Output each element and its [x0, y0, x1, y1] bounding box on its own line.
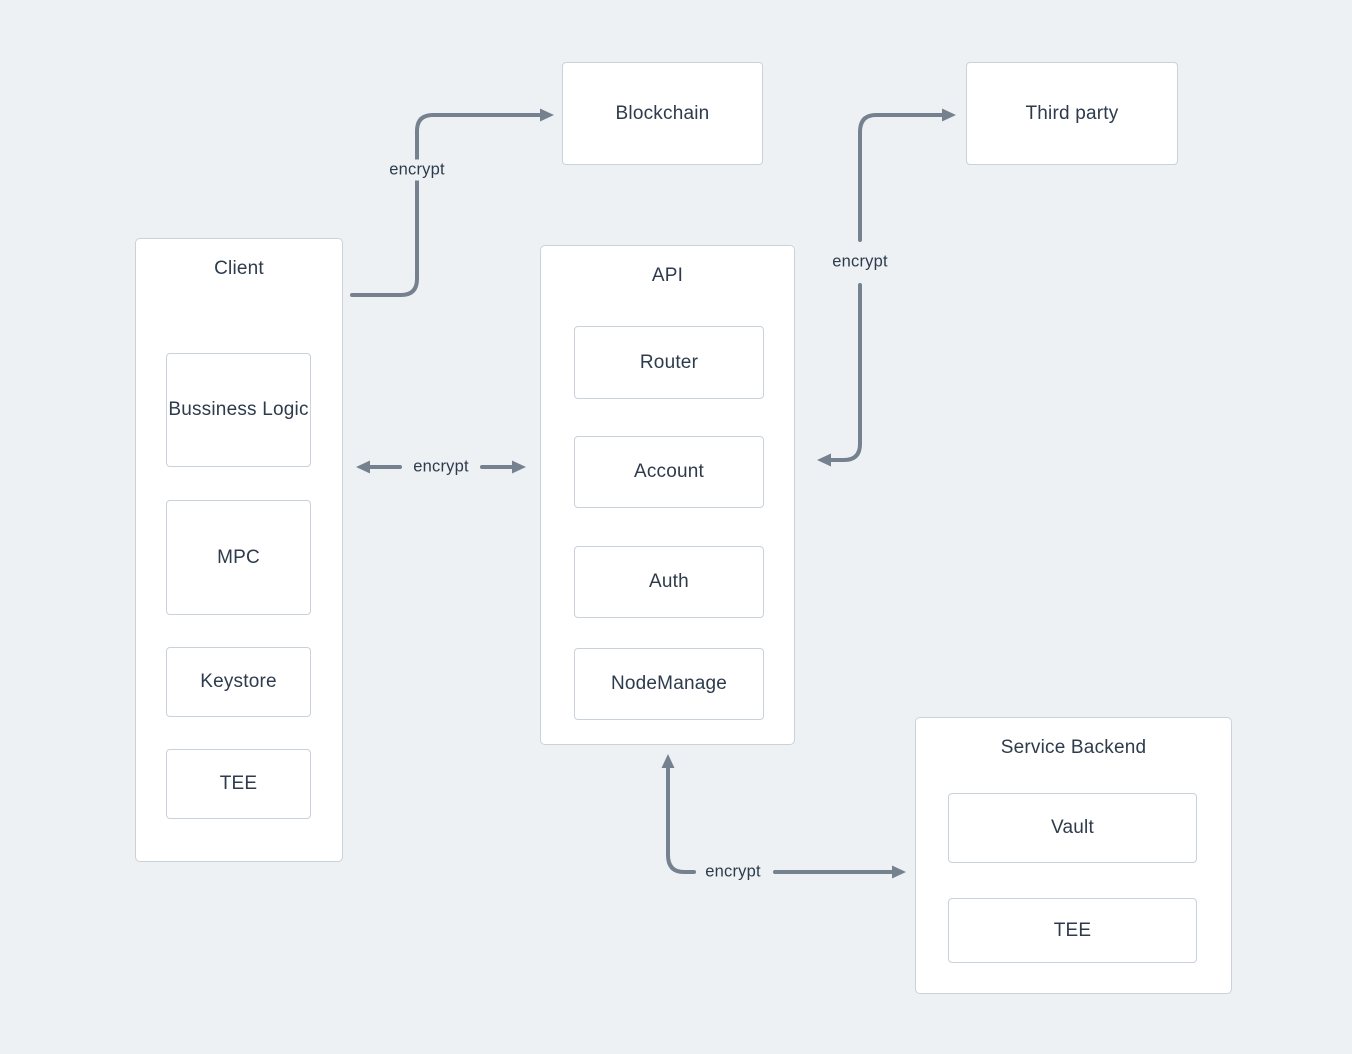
client-mpc-label: MPC: [217, 546, 260, 568]
client-mpc-node: MPC: [166, 500, 311, 615]
service-backend-tee-label: TEE: [1053, 919, 1092, 941]
service-backend-vault-label: Vault: [1051, 817, 1094, 839]
api-auth-node: Auth: [574, 546, 764, 618]
service-backend-group: Service Backend Vault TEE: [915, 717, 1232, 994]
api-account-node: Account: [574, 436, 764, 508]
service-backend-vault-node: Vault: [948, 793, 1197, 863]
client-business-logic-label: Bussiness Logic: [168, 399, 309, 421]
service-backend-tee-node: TEE: [948, 898, 1197, 963]
edge-label-api-thirdparty: encrypt: [826, 251, 894, 273]
client-tee-label: TEE: [219, 773, 258, 795]
edge-thirdparty-api-bottom: [817, 283, 862, 467]
edge-label-api-servicebackend: encrypt: [699, 861, 767, 883]
blockchain-node: Blockchain: [562, 62, 763, 165]
client-keystore-node: Keystore: [166, 647, 311, 717]
api-account-label: Account: [633, 461, 705, 483]
api-nodemanage-node: NodeManage: [574, 648, 764, 720]
third-party-node: Third party: [966, 62, 1178, 165]
client-group: Client Bussiness Logic MPC Keystore TEE: [135, 238, 343, 862]
edge-api-thirdparty-top: [858, 108, 956, 242]
edge-client-blockchain: [350, 108, 554, 297]
client-keystore-label: Keystore: [200, 671, 277, 693]
client-group-title: Client: [214, 258, 264, 279]
client-tee-node: TEE: [166, 749, 311, 819]
client-business-logic-node: Bussiness Logic: [166, 353, 311, 467]
api-router-node: Router: [574, 326, 764, 399]
api-group-title: API: [651, 265, 684, 286]
service-backend-group-title: Service Backend: [1000, 737, 1147, 758]
third-party-label: Third party: [1025, 102, 1119, 124]
api-nodemanage-label: NodeManage: [610, 673, 728, 695]
edge-servicebackend-api-up: [661, 754, 696, 874]
blockchain-label: Blockchain: [615, 102, 710, 124]
edge-label-client-blockchain: encrypt: [383, 159, 451, 181]
api-group: API Router Account Auth NodeManage: [540, 245, 795, 745]
api-auth-label: Auth: [649, 571, 689, 593]
api-router-label: Router: [639, 351, 699, 373]
edge-label-client-api: encrypt: [407, 456, 475, 478]
